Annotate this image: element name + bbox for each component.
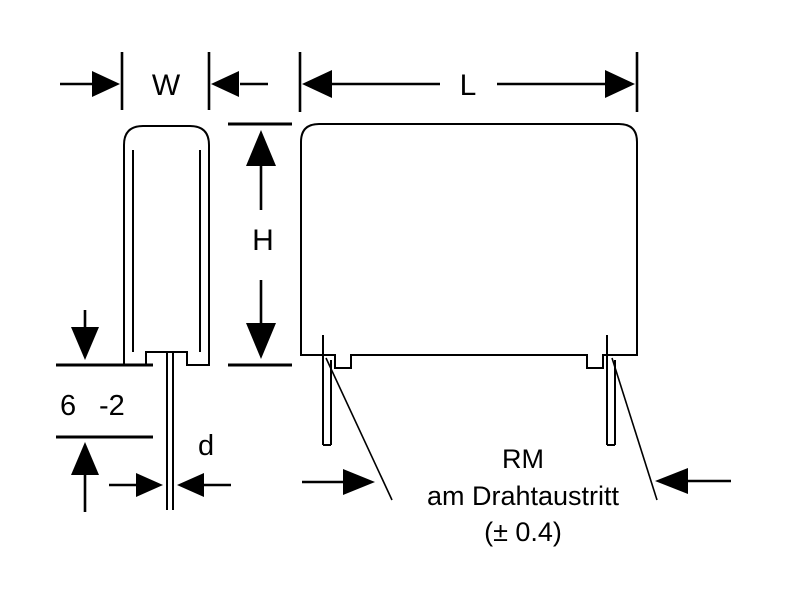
h-arrowhead-up [246, 130, 276, 166]
lead-length-tolerance-label: -2 [99, 390, 125, 422]
rm-pitch-tolerance-label: (± 0.4) [484, 517, 562, 547]
rm-leader-line-left [325, 357, 393, 501]
rm-arrowhead-left [343, 469, 375, 495]
l-dimension-group: L [298, 52, 639, 112]
lead-length-dimension-group: 6 -2 [56, 310, 153, 512]
side-view-body-outline [123, 125, 210, 366]
rm-leader-line-right [611, 357, 658, 501]
lead-diameter-arrowhead-left [136, 473, 163, 497]
h-dimension-label: H [252, 224, 274, 257]
lead-length-arrowhead-down [71, 327, 99, 360]
lead-diameter-dimension-group: d [109, 430, 231, 497]
rm-pitch-location-label: am Drahtaustritt [427, 481, 620, 511]
rm-arrowhead-right [655, 468, 688, 494]
front-view [300, 123, 638, 446]
lead-diameter-label: d [198, 430, 214, 462]
w-dimension-group: W [60, 52, 268, 110]
l-arrowhead-right [605, 70, 635, 98]
lead-length-value-label: 6 [60, 390, 76, 422]
rm-annotation-group: RM am Drahtaustritt (± 0.4) [302, 357, 731, 547]
h-dimension-group: H [228, 122, 292, 367]
w-arrowhead-right [211, 71, 239, 97]
h-arrowhead-down [246, 323, 276, 359]
l-dimension-label: L [460, 69, 477, 102]
side-view [123, 125, 210, 510]
w-dimension-label: W [152, 69, 181, 102]
w-arrowhead-left [92, 71, 120, 97]
front-view-body-outline [300, 123, 638, 369]
lead-diameter-arrowhead-right [177, 473, 204, 497]
lead-length-arrowhead-up [71, 442, 99, 475]
rm-pitch-label: RM [502, 444, 544, 474]
l-arrowhead-left [302, 70, 332, 98]
